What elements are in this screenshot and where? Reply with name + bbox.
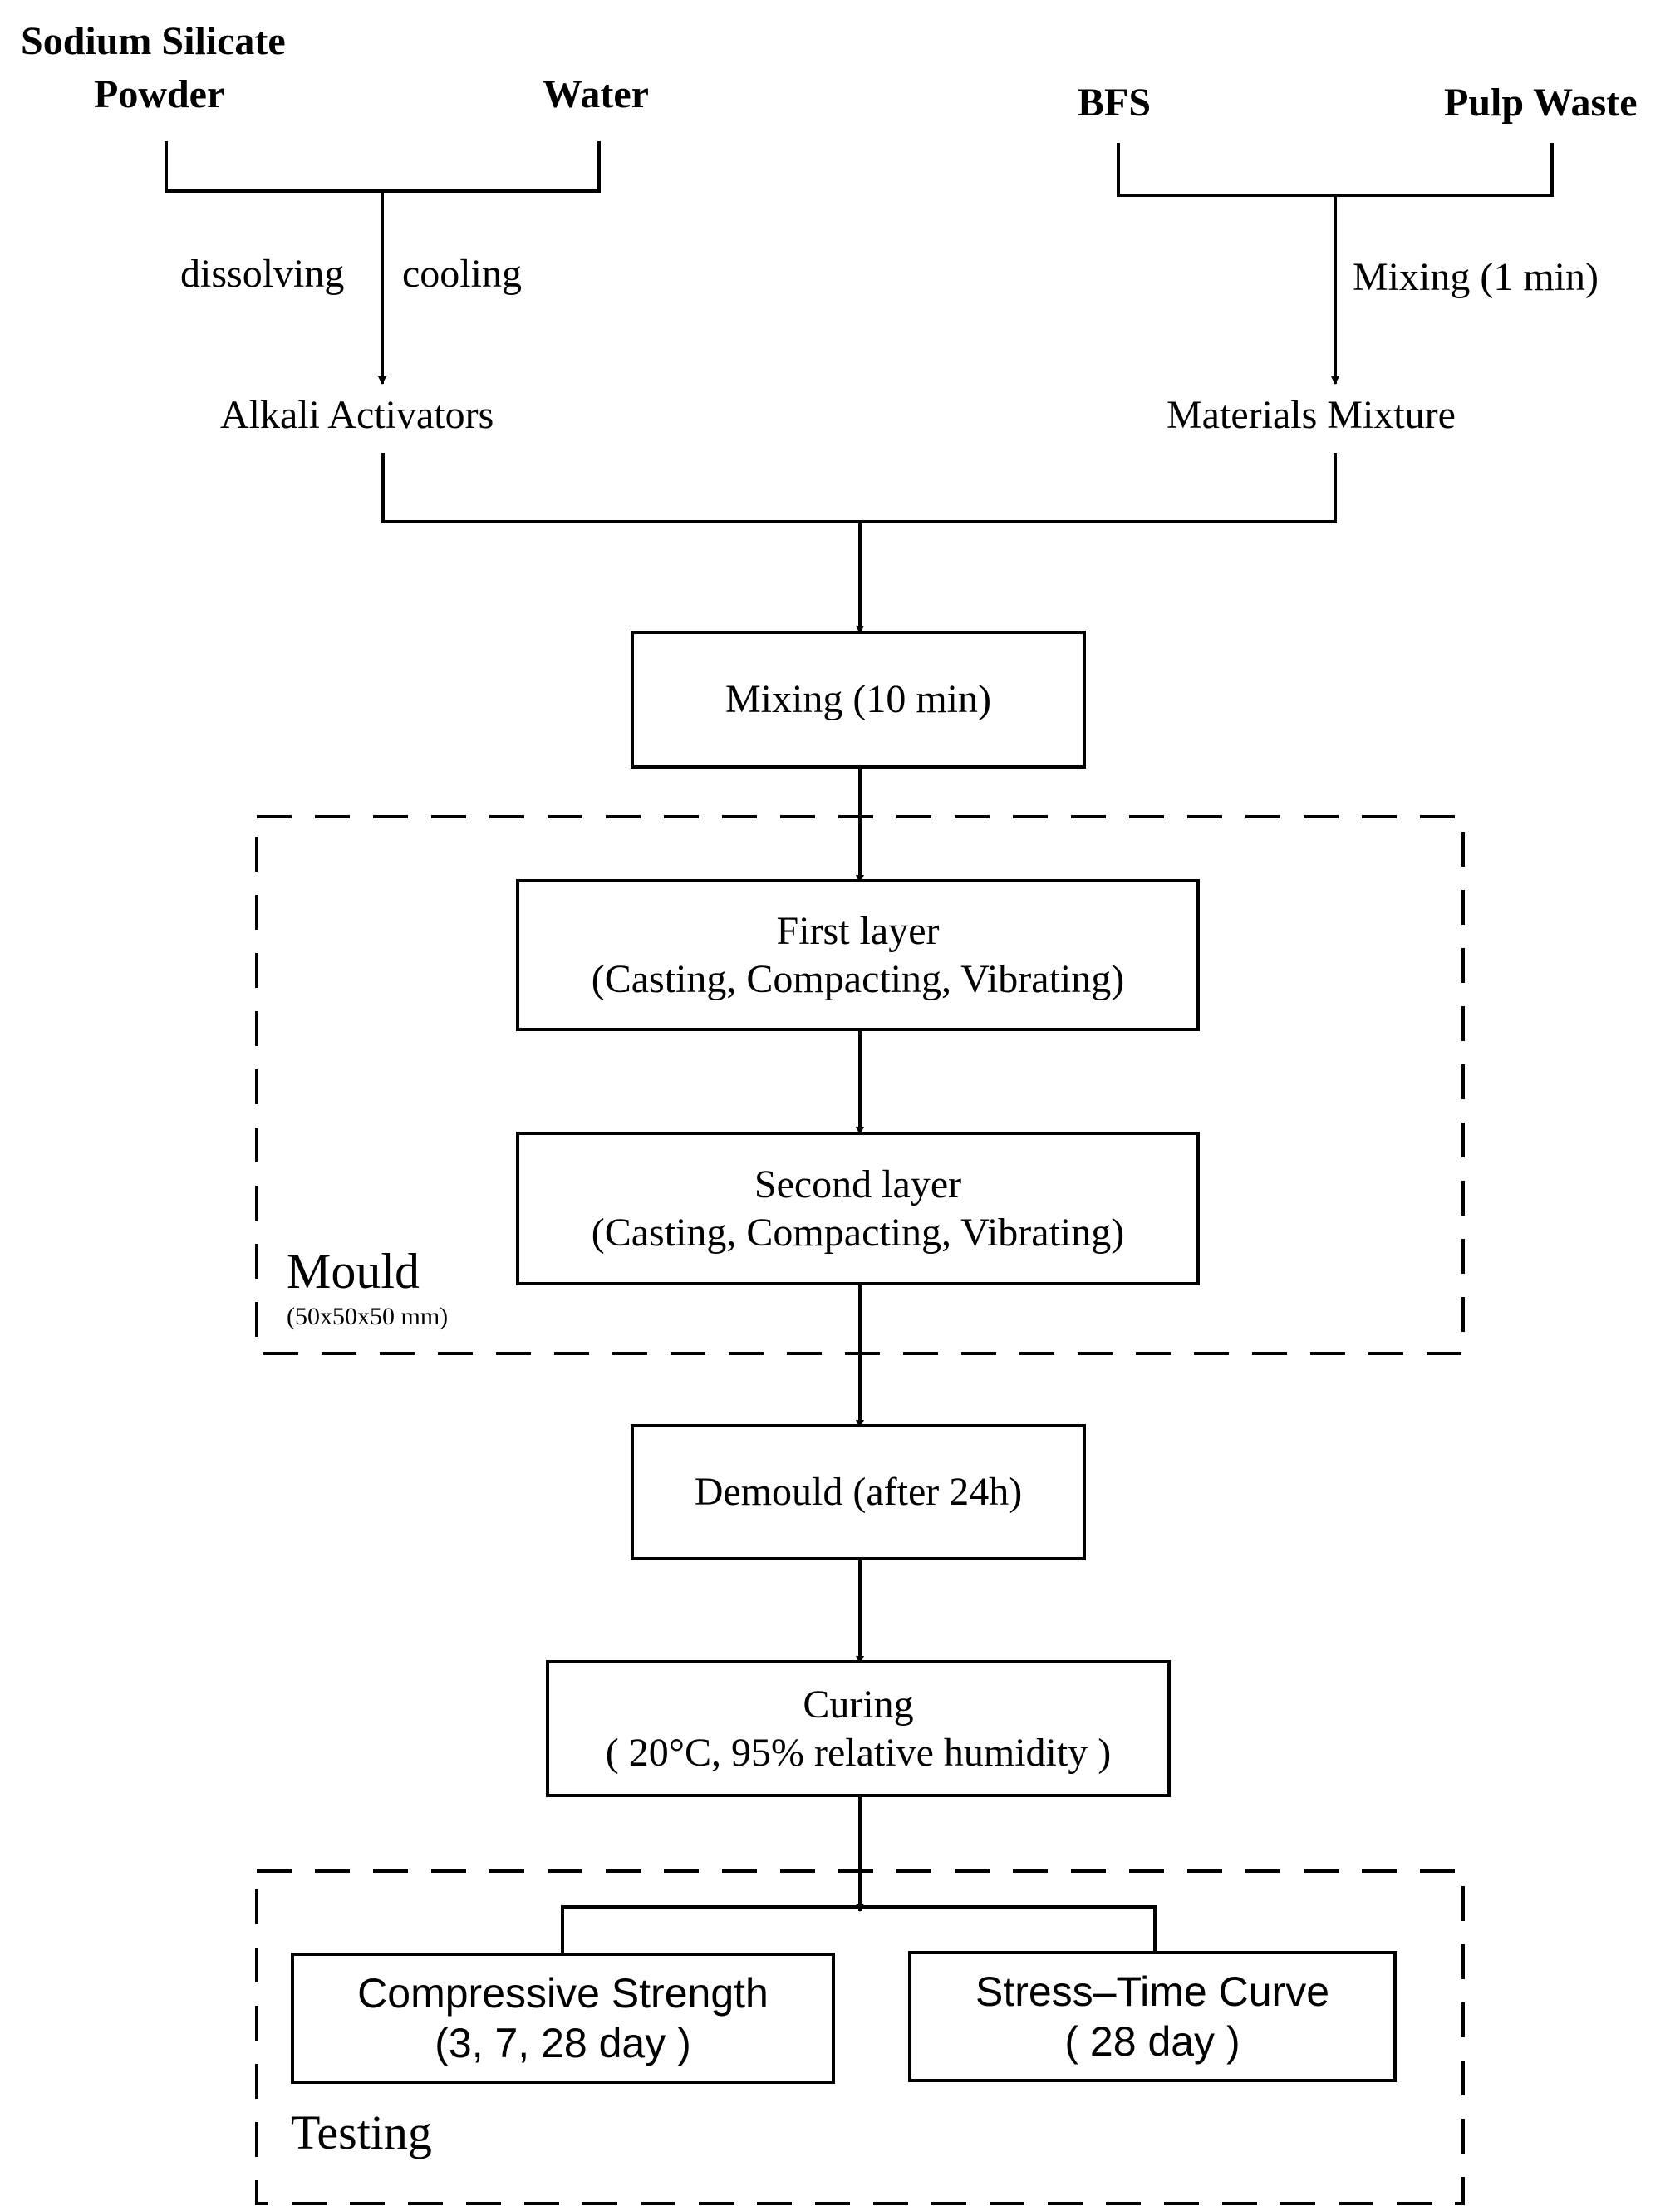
compressive-strength-title: Compressive Strength xyxy=(357,1970,769,2017)
testing-group-label: Testing xyxy=(291,2105,432,2159)
bfs-label: BFS xyxy=(1078,81,1152,125)
mould-group-border xyxy=(255,815,1465,1355)
demould-text: Demould (after 24h) xyxy=(694,1470,1023,1515)
stress-time-curve-box: Stress–Time Curve ( 28 day ) xyxy=(908,1951,1397,2082)
second-layer-detail: (Casting, Compacting, Vibrating) xyxy=(591,1210,1125,1255)
test-split-bracket xyxy=(561,1905,1157,1954)
first-layer-detail: (Casting, Compacting, Vibrating) xyxy=(591,956,1125,1001)
compressive-strength-box: Compressive Strength (3, 7, 28 day ) xyxy=(291,1953,835,2084)
second-layer-box: Second layer (Casting, Compacting, Vibra… xyxy=(516,1132,1200,1285)
dissolving-label: dissolving xyxy=(180,252,345,296)
stress-time-curve-detail: ( 28 day ) xyxy=(1064,2018,1240,2065)
first-layer-box: First layer (Casting, Compacting, Vibrat… xyxy=(516,879,1200,1031)
pulp-waste-label: Pulp Waste xyxy=(1444,81,1638,125)
mixing-1min-label: Mixing (1 min) xyxy=(1353,255,1599,299)
merge-bracket xyxy=(381,453,1337,523)
mould-group-label: Mould xyxy=(287,1244,420,1299)
second-layer-title: Second layer xyxy=(754,1162,962,1206)
first-layer-title: First layer xyxy=(776,908,940,953)
compressive-strength-detail: (3, 7, 28 day ) xyxy=(435,2020,691,2066)
mixing-10min-box: Mixing (10 min) xyxy=(631,631,1086,769)
sodium-silicate-label-line2: Powder xyxy=(94,72,225,116)
alkali-activators-label: Alkali Activators xyxy=(220,393,494,437)
left-input-bracket xyxy=(165,141,601,193)
right-input-bracket xyxy=(1117,143,1554,197)
stress-time-curve-title: Stress–Time Curve xyxy=(975,1968,1330,2015)
curing-box: Curing ( 20°C, 95% relative humidity ) xyxy=(546,1660,1171,1797)
sodium-silicate-label-line1: Sodium Silicate xyxy=(21,19,286,63)
curing-title: Curing xyxy=(803,1682,914,1727)
water-label: Water xyxy=(543,72,649,116)
testing-group-border xyxy=(255,1869,1465,2205)
materials-mixture-label: Materials Mixture xyxy=(1167,393,1456,437)
mould-size-label: (50x50x50 mm) xyxy=(287,1303,449,1330)
demould-box: Demould (after 24h) xyxy=(631,1424,1086,1560)
cooling-label: cooling xyxy=(402,252,522,296)
mixing-10min-text: Mixing (10 min) xyxy=(725,677,991,722)
curing-detail: ( 20°C, 95% relative humidity ) xyxy=(605,1730,1112,1775)
